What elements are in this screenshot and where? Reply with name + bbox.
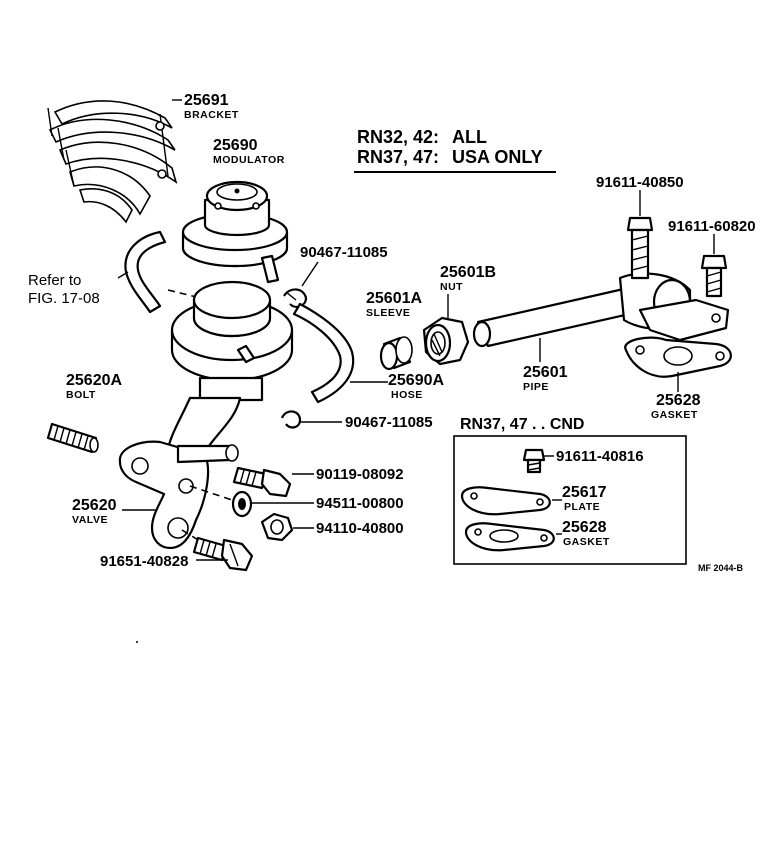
bolt-valve-upper-part-number: 90119-08092 bbox=[316, 466, 404, 483]
cnd-plate-part-name: PLATE bbox=[564, 501, 600, 513]
hose-part-number: 25690A bbox=[388, 372, 444, 389]
modulator-part-name: MODULATOR bbox=[213, 154, 285, 166]
nut-part-number: 25601B bbox=[440, 264, 496, 281]
diagram-code: MF 2044-B bbox=[698, 563, 744, 573]
egr-valve-drawing bbox=[118, 280, 294, 550]
clip-upper-leader bbox=[301, 261, 319, 287]
valve-part-name: VALVE bbox=[72, 514, 108, 526]
vacuum-hose-left bbox=[124, 230, 167, 314]
bolt-valve-lower-drawing bbox=[192, 536, 254, 572]
gasket-part-number: 25628 bbox=[656, 392, 701, 409]
header-line2-model: RN37, 47: bbox=[357, 147, 439, 167]
nut-valve-drawing bbox=[260, 512, 294, 542]
cnd-plate-drawing bbox=[460, 486, 551, 516]
pipe-part-name: PIPE bbox=[523, 381, 549, 393]
hose-drawing bbox=[292, 302, 355, 404]
gasket-drawing bbox=[624, 336, 732, 378]
bracket-part-name: BRACKET bbox=[184, 109, 239, 121]
cnd-bolt-drawing bbox=[522, 448, 546, 474]
bolt-pipe-right-part-number: 91611-60820 bbox=[668, 218, 756, 235]
bolt-valve-upper-drawing bbox=[232, 466, 292, 498]
header-line1-model: RN32, 42: bbox=[357, 127, 439, 147]
nut-part-name: NUT bbox=[440, 281, 463, 293]
nut-valve-part-number: 94110-40800 bbox=[316, 520, 404, 537]
sleeve-drawing bbox=[379, 336, 413, 371]
pipe-part-number: 25601 bbox=[523, 364, 568, 381]
hose-part-name: HOSE bbox=[391, 389, 423, 401]
clip-upper-part-number: 90467-11085 bbox=[300, 244, 388, 261]
stud-bolt-part-number: 25620A bbox=[66, 372, 122, 389]
bolt-valve-lower-part-number: 91651-40828 bbox=[100, 553, 188, 570]
cnd-bolt-part-number: 91611-40816 bbox=[556, 448, 644, 465]
refer-line1: Refer to bbox=[28, 272, 81, 289]
washer-part-number: 94511-00800 bbox=[316, 495, 404, 512]
cnd-box-title: RN37, 47 . . CND bbox=[460, 416, 584, 433]
cnd-plate-part-number: 25617 bbox=[562, 484, 607, 501]
modulator-part-number: 25690 bbox=[213, 137, 258, 154]
bracket-drawing bbox=[47, 100, 178, 224]
nut-drawing bbox=[422, 316, 470, 366]
sleeve-part-name: SLEEVE bbox=[366, 307, 410, 319]
stud-bolt-drawing bbox=[46, 422, 99, 454]
stud-bolt-part-name: BOLT bbox=[66, 389, 96, 401]
clip-upper-drawing bbox=[283, 288, 308, 308]
cnd-gasket-part-number: 25628 bbox=[562, 519, 607, 536]
clip-lower-part-number: 90467-11085 bbox=[345, 414, 433, 431]
bracket-part-number: 25691 bbox=[184, 92, 229, 109]
header-line1-scope: ALL bbox=[452, 127, 487, 147]
washer-drawing bbox=[231, 490, 253, 518]
bolt-pipe-left-drawing bbox=[626, 216, 654, 280]
header-line2-scope: USA ONLY bbox=[452, 147, 543, 167]
refer-line2: FIG. 17-08 bbox=[28, 290, 100, 307]
scan-speck bbox=[136, 641, 138, 643]
refer-leader bbox=[117, 271, 129, 279]
sleeve-part-number: 25601A bbox=[366, 290, 422, 307]
bolt-pipe-left-part-number: 91611-40850 bbox=[596, 174, 684, 191]
modulator-drawing bbox=[181, 180, 289, 284]
cnd-gasket-drawing bbox=[464, 522, 555, 552]
cnd-box-frame bbox=[453, 435, 687, 565]
cnd-gasket-part-name: GASKET bbox=[563, 536, 610, 548]
centerline-valve-upper bbox=[189, 485, 239, 503]
bolt-pipe-right-drawing bbox=[700, 254, 728, 298]
clip-lower-drawing bbox=[280, 410, 302, 429]
valve-part-number: 25620 bbox=[72, 497, 117, 514]
gasket-part-name: GASKET bbox=[651, 409, 698, 421]
pipe-drawing bbox=[472, 272, 730, 348]
